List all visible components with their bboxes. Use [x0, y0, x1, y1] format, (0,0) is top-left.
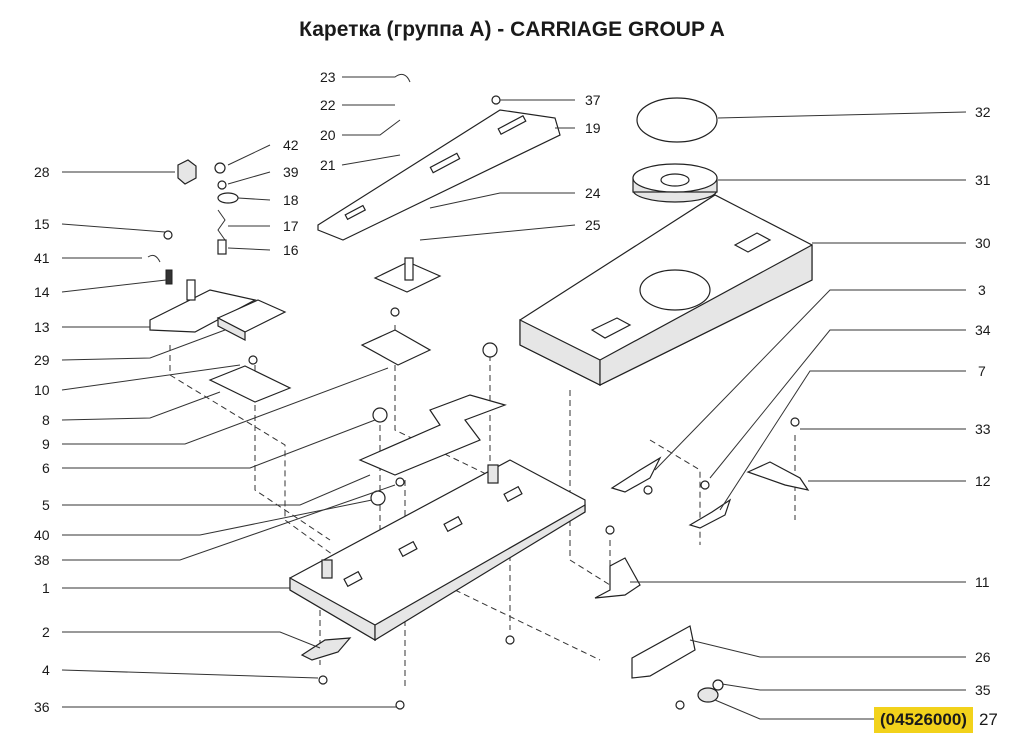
callout-33: 33: [975, 421, 991, 437]
callout-35: 35: [975, 682, 991, 698]
callout-34: 34: [975, 322, 991, 338]
callout-17: 17: [283, 218, 299, 234]
callout-10: 10: [34, 382, 50, 398]
callout-12: 12: [975, 473, 991, 489]
callout-5: 5: [42, 497, 50, 513]
page-number: 27: [978, 710, 998, 729]
callout-24: 24: [585, 185, 601, 201]
bracket-7: [688, 498, 732, 529]
callout-4: 4: [42, 662, 50, 678]
callout-1: 1: [42, 580, 50, 596]
callout-22: 22: [320, 97, 336, 113]
callout-19: 19: [585, 120, 601, 136]
callout-42: 42: [283, 137, 299, 153]
callout-21: 21: [320, 157, 336, 173]
callout-37: 37: [585, 92, 601, 108]
middle-plate-6: [358, 394, 507, 476]
callout-31: 31: [975, 172, 991, 188]
callout-6: 6: [42, 460, 50, 476]
callout-13: 13: [34, 319, 50, 335]
callout-7: 7: [978, 363, 986, 379]
callout-28: 28: [34, 164, 50, 180]
callout-30: 30: [975, 235, 991, 251]
bracket-11: [594, 557, 641, 599]
callout-8: 8: [42, 412, 50, 428]
slide-plate-9: [360, 329, 432, 366]
page-title: Каретка (группа А) - CARRIAGE GROUP A: [299, 18, 725, 41]
dial-scale-32: [636, 97, 718, 143]
callout-23: 23: [320, 69, 336, 85]
callout-40: 40: [34, 527, 50, 543]
bracket-12: [746, 461, 810, 491]
callout-15: 15: [34, 216, 50, 232]
callout-11: 11: [975, 574, 990, 590]
callout-14: 14: [34, 284, 50, 300]
bracket-3: [610, 456, 662, 493]
bracket-2: [300, 637, 352, 661]
callout-3: 3: [978, 282, 986, 298]
callout-16: 16: [283, 242, 299, 258]
top-block-28: [177, 159, 197, 185]
slider-block-29: [216, 299, 287, 341]
screws: [248, 95, 800, 710]
slider-block-upper: [373, 257, 442, 293]
callout-32: 32: [975, 104, 991, 120]
slider-plate-8: [208, 365, 292, 403]
callout-9: 9: [42, 436, 50, 452]
callout-41: 41: [34, 250, 50, 266]
callout-38: 38: [34, 552, 50, 568]
callout-labels: 23 22 20 21 28 42 39 18 15 17 16 41 14 1…: [34, 69, 991, 715]
callout-39: 39: [283, 164, 299, 180]
callout-25: 25: [585, 217, 601, 233]
cover-plate-30: [519, 194, 813, 386]
upper-plate-19: [317, 109, 561, 241]
small-parts-left: [147, 162, 239, 285]
callout-20: 20: [320, 127, 336, 143]
callout-36: 36: [34, 699, 50, 715]
page-footer: (04526000) 27: [874, 705, 998, 735]
catalog-code-badge: (04526000): [874, 707, 973, 733]
leader-lines: [61, 73, 967, 720]
base-plate-1: [289, 459, 586, 642]
front-cover-26: [631, 625, 696, 679]
callout-18: 18: [283, 192, 299, 208]
callout-2: 2: [42, 624, 50, 640]
callout-29: 29: [34, 352, 50, 368]
dial-knob-31: [632, 163, 718, 203]
callout-26: 26: [975, 649, 991, 665]
